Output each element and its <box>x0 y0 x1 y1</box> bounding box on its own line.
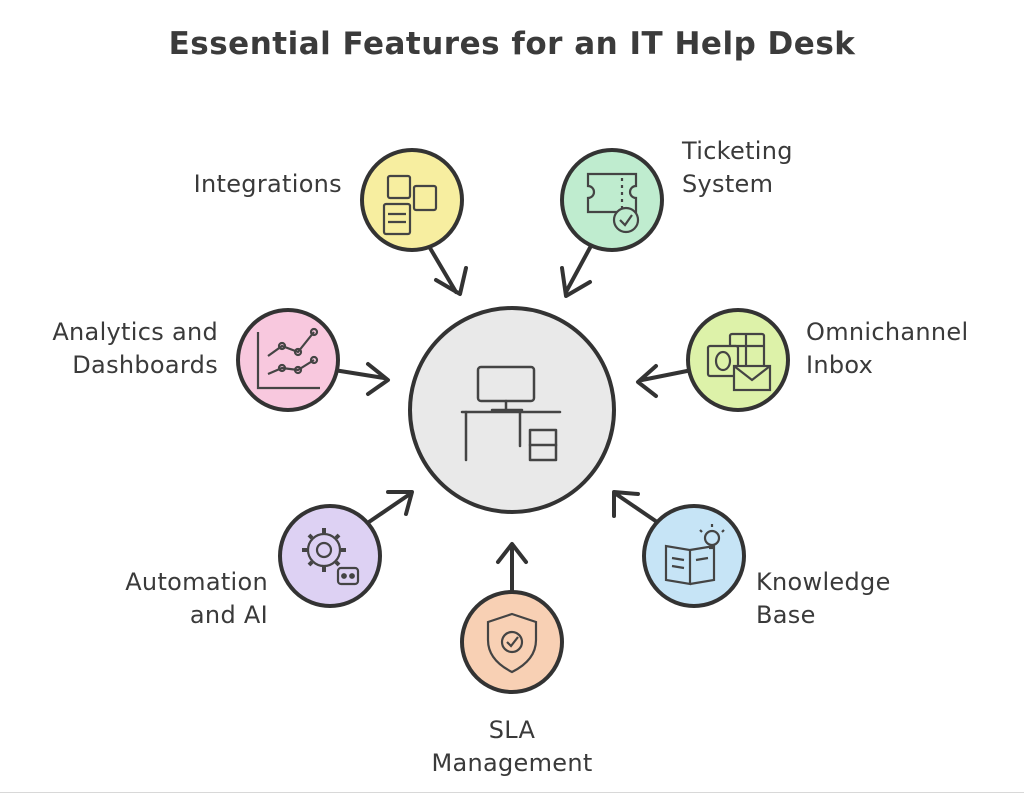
feature-node-sla <box>460 542 564 694</box>
label-line: Integrations <box>193 170 342 198</box>
bottom-divider <box>0 792 1024 793</box>
label-omnichannel: Omnichannel Inbox <box>806 316 968 382</box>
book-bulb-icon <box>664 524 725 586</box>
label-knowledge: Knowledge Base <box>756 566 891 632</box>
feature-node-automation <box>278 490 414 608</box>
feature-node-analytics <box>236 308 390 412</box>
label-line: SLA <box>488 716 536 744</box>
label-line: Omnichannel <box>806 318 969 346</box>
feature-node-integrations <box>360 148 468 296</box>
label-line: and AI <box>189 601 268 629</box>
feature-node-ticketing <box>560 148 664 298</box>
center-hub <box>408 306 616 514</box>
label-line: Analytics and <box>52 318 218 346</box>
label-sla: SLA Management <box>412 714 612 780</box>
mail-inbox-icon <box>706 332 772 392</box>
label-integrations: Integrations <box>194 168 342 201</box>
diagram-title: Essential Features for an IT Help Desk <box>168 26 856 62</box>
label-line: Ticketing <box>682 137 793 165</box>
puzzle-pieces-icon <box>382 174 438 236</box>
label-analytics: Analytics and Dashboards <box>52 316 218 382</box>
ticket-check-icon <box>586 172 640 234</box>
label-automation: Automation and AI <box>125 566 268 632</box>
label-line: Management <box>431 749 593 777</box>
label-line: Automation <box>125 568 268 596</box>
label-ticketing: Ticketing System <box>682 135 793 201</box>
label-line: Dashboards <box>72 351 218 379</box>
line-chart-icon <box>256 327 320 390</box>
shield-check-icon <box>486 612 538 674</box>
desk-computer-icon <box>460 365 562 462</box>
feature-node-omnichannel <box>636 308 790 412</box>
label-line: Inbox <box>806 351 874 379</box>
label-line: Base <box>756 601 816 629</box>
gear-robot-icon <box>302 528 360 586</box>
label-line: Knowledge <box>756 568 891 596</box>
feature-node-knowledge <box>612 490 746 608</box>
label-line: System <box>682 170 774 198</box>
